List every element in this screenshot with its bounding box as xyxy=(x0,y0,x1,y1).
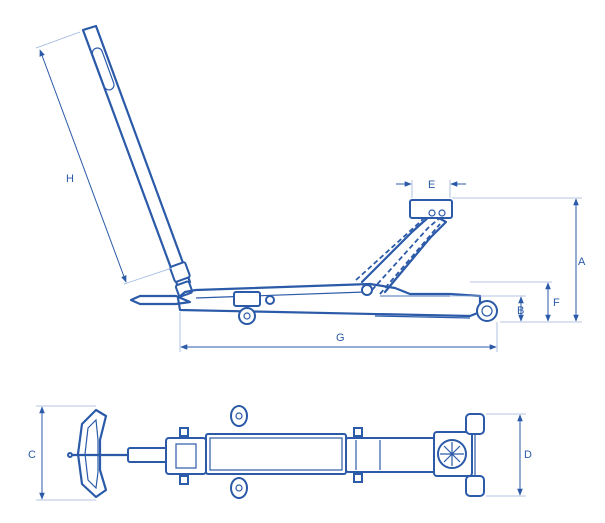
lift-arm xyxy=(360,212,448,294)
handle-socket xyxy=(127,427,207,485)
top-saddle xyxy=(433,431,473,477)
dimension-e: E xyxy=(396,179,466,198)
top-rear-wheels xyxy=(465,413,485,497)
side-view: H E A F B xyxy=(35,24,586,352)
lift-arm-raised-outline xyxy=(355,211,443,295)
foot-pedal xyxy=(129,294,192,306)
dimension-g-label: G xyxy=(336,332,345,344)
dimension-a-label: A xyxy=(578,256,586,268)
side-caster-wheel xyxy=(233,291,275,325)
dimension-h-label: H xyxy=(66,173,74,185)
dimension-b-label: B xyxy=(517,305,524,317)
dimension-g: G xyxy=(179,312,498,352)
dimension-b: B xyxy=(380,295,526,322)
handle xyxy=(81,24,194,298)
saddle xyxy=(409,199,453,219)
side-rear-wheel xyxy=(476,300,498,322)
dimension-d: D xyxy=(486,413,532,497)
dimension-c-label: C xyxy=(28,449,36,461)
top-view: C D xyxy=(28,405,532,501)
dimension-f-label: F xyxy=(553,297,560,309)
dimension-d-label: D xyxy=(524,449,532,461)
top-front-wheels xyxy=(230,405,248,499)
top-chassis xyxy=(205,427,439,483)
chassis xyxy=(176,282,482,319)
dimension-a: A xyxy=(452,197,586,323)
dimension-c: C xyxy=(28,405,96,501)
dimension-h: H xyxy=(35,31,173,285)
dimension-e-label: E xyxy=(428,179,435,191)
arm-pivot xyxy=(361,284,373,296)
dimension-f: F xyxy=(470,281,560,322)
